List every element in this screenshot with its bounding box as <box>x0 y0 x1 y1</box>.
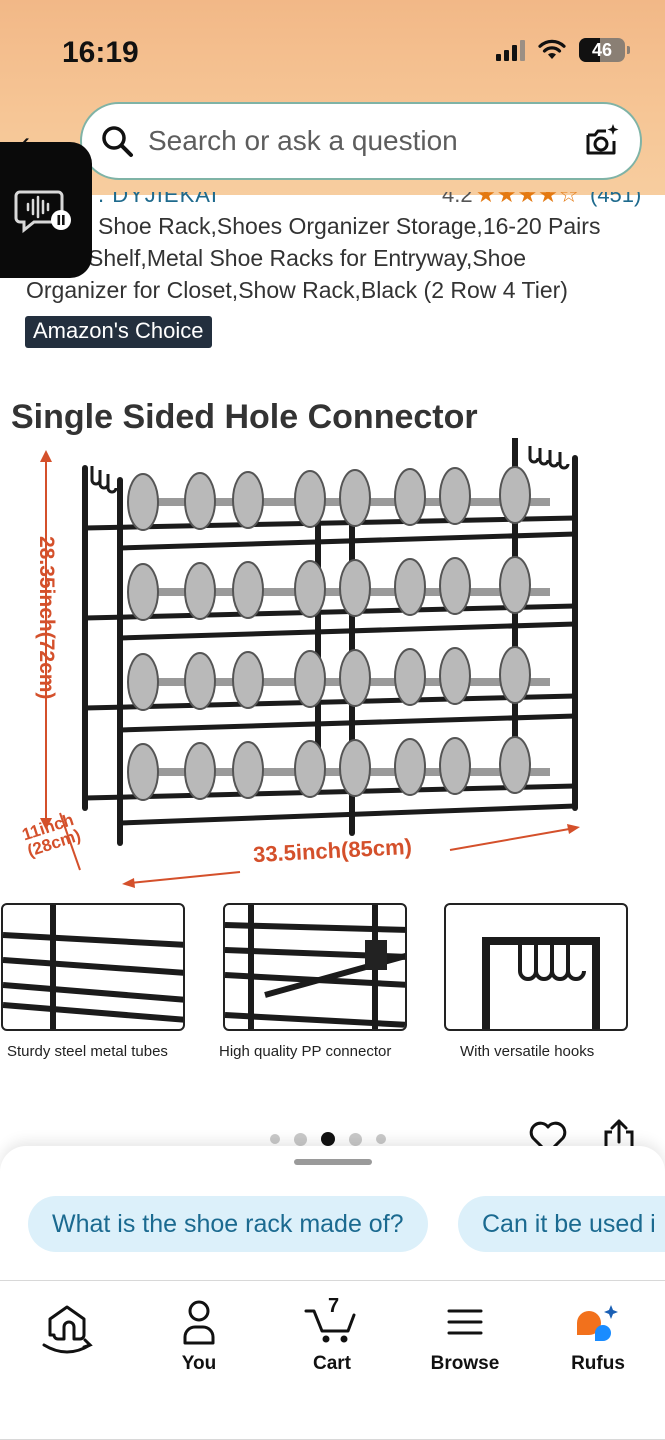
shoe-rack-illustration <box>40 438 580 888</box>
voice-waveform-icon <box>14 190 71 234</box>
carousel-dot[interactable] <box>349 1132 362 1146</box>
tab-label: Cart <box>312 1353 351 1374</box>
rating-value: 4.2 <box>442 192 473 207</box>
battery-level: 46 <box>591 39 613 60</box>
search-icon <box>102 126 133 157</box>
tab-cart[interactable]: 7 Cart <box>277 1295 387 1375</box>
tab-label: You <box>181 1353 217 1374</box>
detail-inset: With versatile hooks <box>444 903 628 1060</box>
home-icon <box>42 1305 93 1354</box>
pp-connector-image <box>223 903 407 1031</box>
height-dimension-label: 28.35inch(72cm) <box>35 536 58 700</box>
title-line: Organizer for Closet,Show Rack,Black (2 … <box>26 277 568 303</box>
tab-home[interactable] <box>12 1299 122 1367</box>
suggestion-chip[interactable]: What is the shoe rack made of? <box>28 1196 428 1252</box>
rating-count[interactable]: (451) <box>590 192 642 207</box>
carousel-dot[interactable] <box>376 1134 386 1144</box>
brand-link[interactable]: . DYJIEKAI <box>98 192 219 207</box>
hooks-image <box>444 903 628 1031</box>
carousel-dot[interactable] <box>270 1134 280 1144</box>
tab-rufus[interactable]: Rufus <box>543 1299 653 1375</box>
tab-browse[interactable]: Browse <box>410 1299 520 1375</box>
product-image[interactable]: Single Sided Hole Connector <box>0 378 665 1100</box>
rufus-suggestion-sheet: What is the shoe rack made of? Can it be… <box>0 1146 665 1286</box>
suggestion-chip[interactable]: Can it be used i <box>458 1196 665 1252</box>
carousel-indicator[interactable] <box>270 1132 386 1146</box>
tab-label: Browse <box>430 1353 500 1374</box>
status-time: 16:19 <box>62 36 139 69</box>
carousel-dot-active[interactable] <box>321 1132 335 1146</box>
product-title: Shoe Rack,Shoes Organizer Storage,16-20 … <box>26 210 646 306</box>
rufus-icon <box>577 1305 618 1341</box>
rating-stars[interactable]: ★★★★☆ <box>476 192 580 207</box>
sheet-grabber[interactable] <box>294 1159 372 1165</box>
carousel-dot[interactable] <box>294 1132 307 1146</box>
menu-icon <box>447 1309 483 1335</box>
brand-rating-row: . DYJIEKAI 4.2 ★★★★☆ (451) <box>98 192 658 208</box>
status-icons: 46 <box>496 38 630 62</box>
tab-you[interactable]: You <box>144 1299 254 1375</box>
search-bar[interactable]: Search or ask a question <box>80 102 642 180</box>
app-header: 16:19 46 ‹ Search or ask a question <box>0 0 665 195</box>
detail-caption: Sturdy steel metal tubes <box>7 1043 168 1060</box>
cellular-signal-icon <box>496 39 525 61</box>
heart-icon[interactable] <box>528 1120 568 1156</box>
cart-icon <box>304 1309 356 1343</box>
person-icon <box>183 1300 215 1345</box>
image-headline: Single Sided Hole Connector <box>11 398 478 436</box>
detail-inset: High quality PP connector <box>219 903 407 1060</box>
voice-assistant-widget[interactable] <box>0 142 92 278</box>
tab-label: Rufus <box>571 1353 625 1374</box>
detail-inset: Sturdy steel metal tubes <box>1 903 185 1060</box>
cart-count-badge: 7 <box>328 1295 340 1317</box>
bottom-tab-bar: You 7 Cart Browse Rufus <box>0 1280 665 1440</box>
steel-tubes-image <box>1 903 185 1031</box>
search-input[interactable]: Search or ask a question <box>148 125 458 156</box>
wifi-icon <box>538 39 566 59</box>
battery-icon: 46 <box>579 38 630 62</box>
detail-caption: High quality PP connector <box>219 1043 392 1060</box>
camera-lens-icon[interactable] <box>582 121 622 161</box>
amazons-choice-badge: Amazon's Choice <box>25 316 212 348</box>
detail-caption: With versatile hooks <box>460 1043 595 1060</box>
title-line: Shelf,Metal Shoe Racks for Entryway,Shoe <box>88 245 527 271</box>
title-line: Shoe Rack,Shoes Organizer Storage,16-20 … <box>98 213 601 239</box>
